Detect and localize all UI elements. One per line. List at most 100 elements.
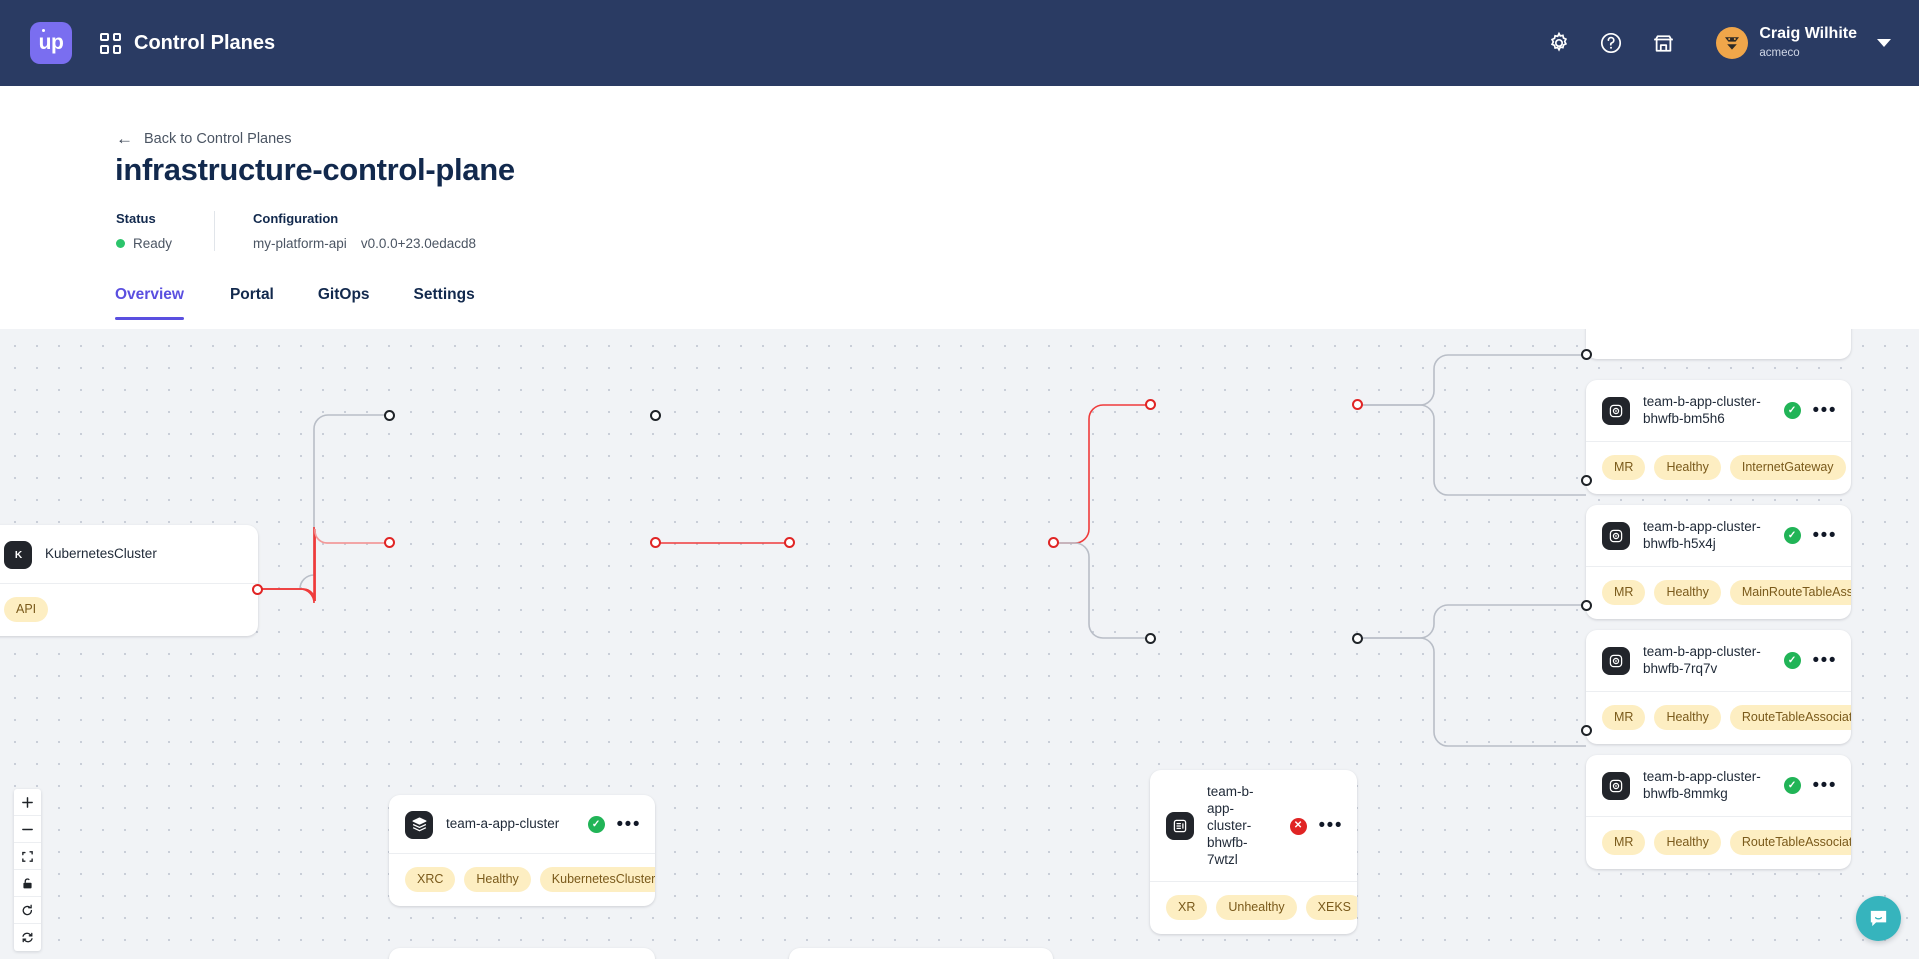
configuration-name: my-platform-api (253, 236, 347, 251)
port-bhwfb-out[interactable] (1048, 537, 1059, 548)
svg-text:K: K (14, 550, 22, 561)
node-team-b-app-cluster-bhwfb[interactable]: team-b-app-cluster-bhwfb ✕ ••• XR Unheal… (789, 948, 1053, 959)
node-divider (0, 583, 258, 584)
node-tag: XRC (405, 867, 456, 892)
node-more-button[interactable]: ••• (1812, 650, 1837, 672)
avatar (1716, 27, 1749, 59)
reset-control[interactable] (14, 897, 41, 924)
node-tags: MR Healthy MainRouteTableAssoc (1586, 567, 1851, 619)
lock-control[interactable] (14, 870, 41, 897)
node-tag: XR (1166, 895, 1208, 921)
node-tag: XEKS (1305, 895, 1357, 921)
port-7wtzl-in[interactable] (1145, 399, 1156, 410)
back-link-label: Back to Control Planes (144, 130, 292, 147)
node-title: team-b-app-cluster-bhwfb-7rq7v (1643, 644, 1761, 676)
port-team-b-out[interactable] (650, 537, 661, 548)
upbound-logo[interactable]: up (30, 22, 72, 64)
node-tag: MR (1602, 704, 1646, 730)
node-more-button[interactable]: ••• (1812, 775, 1837, 797)
node-header: team-b-app-cluster-bhwfb-7rq7v ✓ ••• (1586, 630, 1851, 691)
user-text: Craig Wilhite acmeco (1759, 25, 1857, 62)
node-tags: MR Healthy RouteTableAssociation (1586, 692, 1851, 744)
node-team-b-app-cluster-bhwfb-7wtzl[interactable]: team-b-app-cluster-bhwfb-7wtzl ✕ ••• XR … (1150, 770, 1357, 935)
canvas-controls (14, 789, 41, 951)
node-more-button[interactable]: ••• (1812, 525, 1837, 547)
tab-portal[interactable]: Portal (229, 286, 274, 303)
refresh-control[interactable] (14, 924, 41, 951)
port-bhwfb-in[interactable] (784, 537, 795, 548)
node-tag: InternetGateway (1729, 454, 1846, 480)
node-kubernetescluster[interactable]: K KubernetesCluster API (0, 525, 258, 636)
node-team-b-app-cluster-bhwfb-8mmkg[interactable]: team-b-app-cluster-bhwfb-8mmkg ✓ ••• MR … (1586, 755, 1851, 869)
port-team-a-in[interactable] (384, 410, 395, 421)
arrow-left-icon: ← (116, 129, 133, 148)
node-tag: Unhealthy (1216, 895, 1297, 921)
node-header: team-b-app-cluster-bhwfb-8mmkg ✓ ••• (1586, 755, 1851, 816)
grid-cell (100, 32, 109, 41)
status-dot-icon (116, 239, 125, 248)
node-title: team-b-app-cluster-bhwfb-bm5h6 (1643, 394, 1761, 426)
node-tag: KubernetesCluster (539, 867, 655, 892)
node-tag: Healthy (1654, 454, 1721, 480)
configuration-label: Configuration (253, 211, 339, 226)
node-header: K KubernetesCluster (0, 525, 258, 583)
nav-app-group[interactable]: Control Planes (100, 32, 275, 55)
port-kubernetescluster-out[interactable] (252, 584, 263, 595)
port-7wtzl-out[interactable] (1352, 399, 1363, 410)
node-header: team-b-app-cluster-bhwfb-h5x4j ✓ ••• (1586, 505, 1851, 566)
node-actions: ✓ ••• (1783, 775, 1837, 797)
node-team-b-app-cluster-bhwfb-bm5h6[interactable]: team-b-app-cluster-bhwfb-bm5h6 ✓ ••• MR … (1586, 380, 1851, 494)
tab-overview[interactable]: Overview (115, 286, 208, 320)
user-org: acmeco (1759, 47, 1800, 59)
node-more-button[interactable]: ••• (1318, 815, 1343, 837)
user-menu[interactable]: Craig Wilhite acmeco (1716, 25, 1891, 62)
tab-bar: Overview Portal GitOps Settings (115, 286, 497, 320)
port-cn8jc-in[interactable] (1145, 633, 1156, 644)
node-tag: Healthy (464, 867, 531, 892)
back-to-control-planes-link[interactable]: ← Back to Control Planes (116, 130, 292, 147)
resource-graph-canvas[interactable]: K KubernetesCluster API team-a-app-clust… (0, 329, 1919, 959)
port-cn8jc-out[interactable] (1352, 633, 1363, 644)
node-title: team-b-app-cluster-bhwfb-8mmkg (1643, 769, 1761, 801)
port-team-b-in[interactable] (384, 537, 395, 548)
port-bm5h6-in[interactable] (1581, 349, 1592, 360)
status-healthy-icon: ✓ (1783, 402, 1801, 420)
node-team-b-app-cluster[interactable]: team-b-app-cluster ✕ ••• XRC Unhealthy K… (389, 948, 655, 959)
resource-icon (1602, 521, 1630, 550)
node-team-a-app-cluster[interactable]: team-a-app-cluster ✓ ••• XRC Healthy Kub… (389, 795, 655, 906)
tab-settings[interactable]: Settings (413, 286, 475, 303)
logo-text: up (38, 31, 64, 54)
node-partial-top[interactable] (1586, 329, 1851, 359)
node-actions: ✓ ••• (1783, 650, 1837, 672)
node-title: team-a-app-cluster (446, 816, 560, 832)
node-more-button[interactable]: ••• (1812, 400, 1837, 422)
port-7rq7v-in[interactable] (1581, 600, 1592, 611)
zoom-in-control[interactable] (14, 789, 41, 816)
node-divider (1586, 690, 1851, 692)
metadata-row: Status Ready Configuration my-platform-a… (116, 211, 476, 251)
node-tag: Healthy (1654, 579, 1721, 605)
resource-icon (1602, 771, 1630, 800)
chevron-down-icon[interactable] (1877, 39, 1891, 47)
nav-title: Control Planes (134, 31, 276, 54)
port-h5x4j-in[interactable] (1581, 475, 1592, 486)
node-team-b-app-cluster-bhwfb-7rq7v[interactable]: team-b-app-cluster-bhwfb-7rq7v ✓ ••• MR … (1586, 630, 1851, 744)
node-team-b-app-cluster-bhwfb-h5x4j[interactable]: team-b-app-cluster-bhwfb-h5x4j ✓ ••• MR … (1586, 505, 1851, 619)
logo-dot (42, 29, 45, 32)
chat-bubble-icon[interactable] (1856, 896, 1901, 941)
port-8mmkg-in[interactable] (1581, 725, 1592, 736)
user-name: Craig Wilhite (1759, 24, 1857, 42)
gear-icon[interactable] (1546, 30, 1572, 56)
node-tag: MR (1602, 829, 1646, 855)
node-more-button[interactable]: ••• (616, 813, 641, 835)
node-divider (1586, 565, 1851, 567)
help-circle-icon[interactable] (1598, 30, 1624, 56)
resource-icon (1602, 646, 1630, 675)
zoom-out-control[interactable] (14, 816, 41, 843)
tab-gitops[interactable]: GitOps (317, 286, 370, 303)
marketplace-icon[interactable] (1650, 30, 1676, 56)
avatar-face (1725, 37, 1740, 50)
node-header: team-b-app-cluster-bhwfb-7wtzl ✕ ••• (1150, 770, 1357, 881)
fit-view-control[interactable] (14, 843, 41, 870)
port-team-a-out[interactable] (650, 410, 661, 421)
